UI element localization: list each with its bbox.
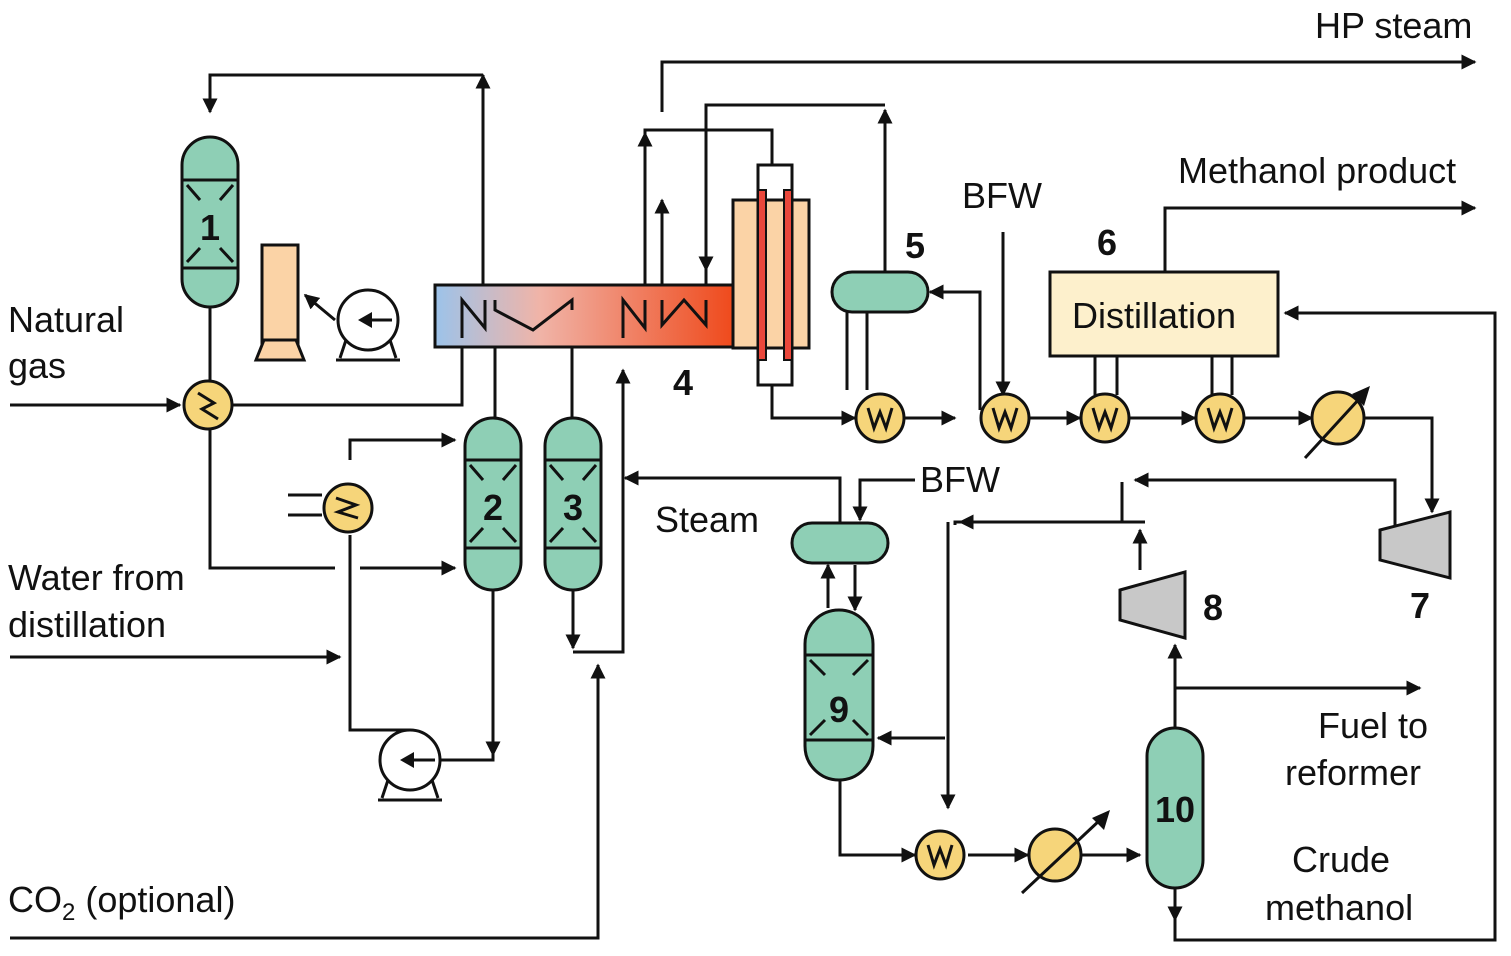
pump-bottom [378,728,442,802]
co2-label: CO2 (optional) [8,879,235,926]
unit-6-label: 6 [1097,222,1117,263]
unit-1-label: 1 [200,207,220,248]
unit-2-label: 2 [483,487,503,528]
heat-exchanger-train-top [854,386,1370,460]
water-label-1: Water from [8,557,185,598]
unit-7-label: 7 [1410,585,1430,626]
pump-top [336,288,400,362]
bfw-mid-label: BFW [920,459,1000,500]
crude-label-2: methanol [1265,887,1413,928]
natural-gas-label-1: Natural [8,299,124,340]
vessel-3: 3 [543,416,603,592]
methanol-product-label: Methanol product [1178,150,1456,191]
vessel-1: 1 [180,135,240,309]
crude-label-1: Crude [1292,839,1390,880]
unit-4-label: 4 [673,362,693,403]
piping [10,54,1497,942]
unit-9-label: 9 [829,689,849,730]
co2-suffix: (optional) [75,879,235,920]
steam-drum-5: 5 [830,225,930,314]
fuel-label-2: reformer [1285,752,1421,793]
co2-main: CO [8,879,62,920]
compressor-8: 8 [1118,570,1223,640]
unit-5-label: 5 [905,225,925,266]
compressor-7: 7 [1378,510,1452,626]
steam-label: Steam [655,499,759,540]
co2-subscript: 2 [62,899,75,926]
fuel-label-1: Fuel to [1318,705,1428,746]
bfw-top-label: BFW [962,175,1042,216]
steam-drum-mid [790,521,890,565]
natural-gas-label-2: gas [8,345,66,386]
flue-stack [253,243,307,362]
vessel-2: 2 [463,416,523,592]
feed-heat-exchanger [182,379,234,431]
unit-3-label: 3 [563,487,583,528]
reactor-tubes [731,163,811,387]
unit-8-label: 8 [1203,587,1223,628]
vessel-9: 9 [803,608,875,782]
unit-10-label: 10 [1155,789,1195,830]
stream-labels: HP steam Methanol product BFW Natural ga… [8,5,1472,928]
water-label-2: distillation [8,604,166,645]
reformer-4: 4 [433,283,735,403]
separator-10: 10 [1145,726,1205,890]
distillation-6: Distillation 6 [1048,222,1280,358]
cooler-unit-2 [322,482,374,534]
distillation-label: Distillation [1072,295,1236,336]
heat-exchanger-train-bottom [914,810,1110,895]
hp-steam-label: HP steam [1315,5,1472,46]
